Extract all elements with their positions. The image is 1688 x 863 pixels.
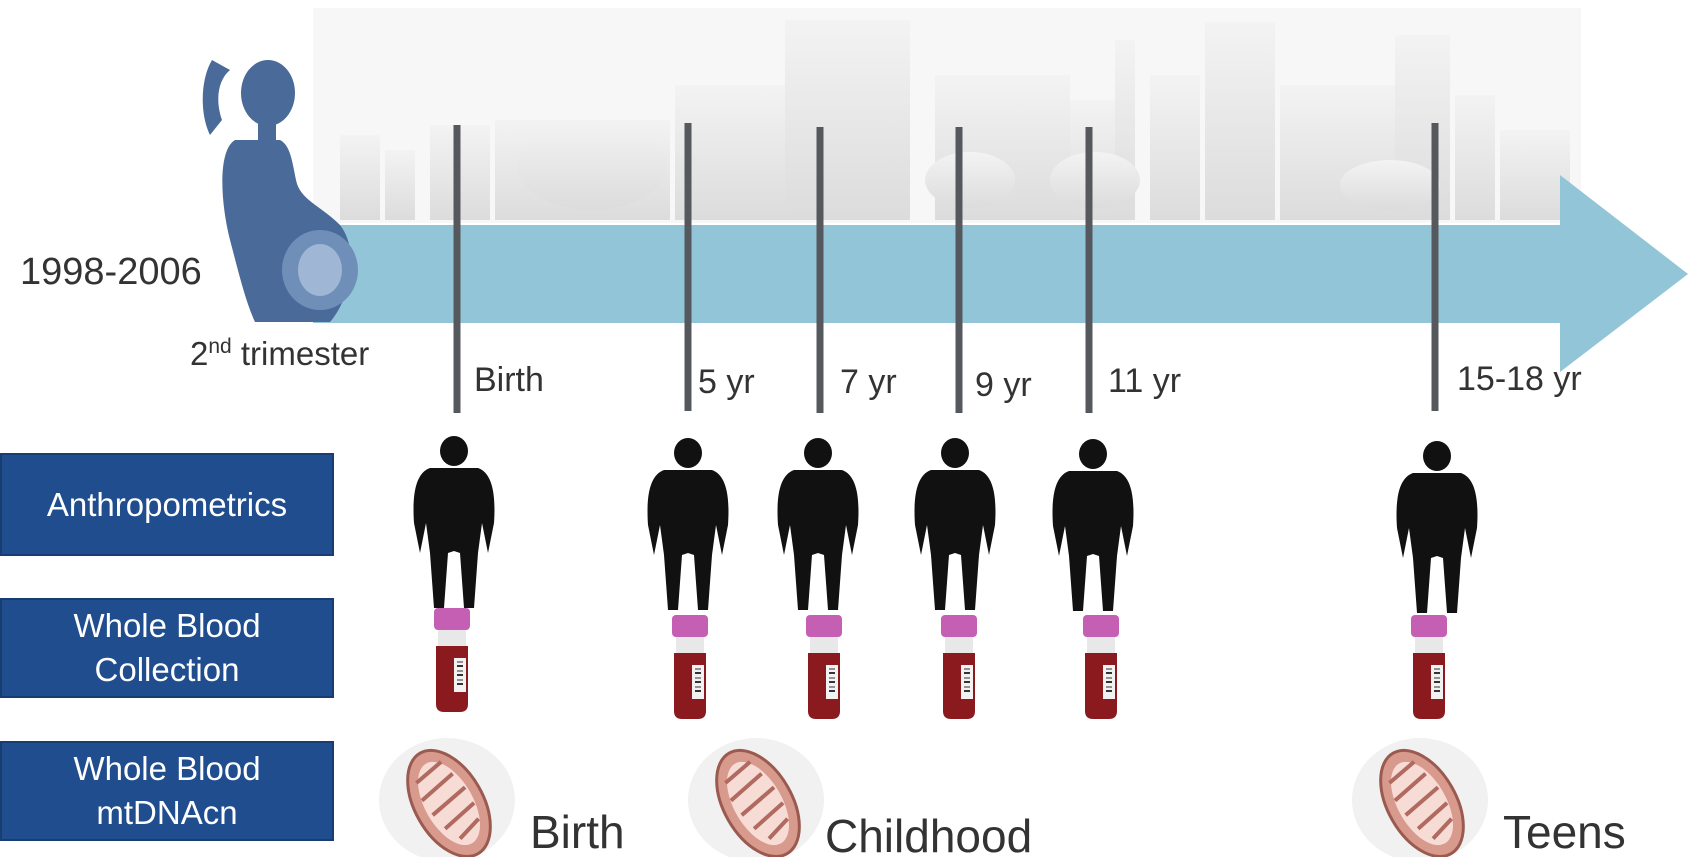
mitochondria-icon-teens [1352, 736, 1488, 857]
era-label-teens: Teens [1503, 805, 1626, 859]
mitochondria-icon-childhood [688, 736, 824, 857]
era-label-childhood: Childhood [825, 809, 1032, 863]
era-label-birth: Birth [530, 805, 625, 859]
mitochondria-icon-birth [379, 736, 515, 857]
